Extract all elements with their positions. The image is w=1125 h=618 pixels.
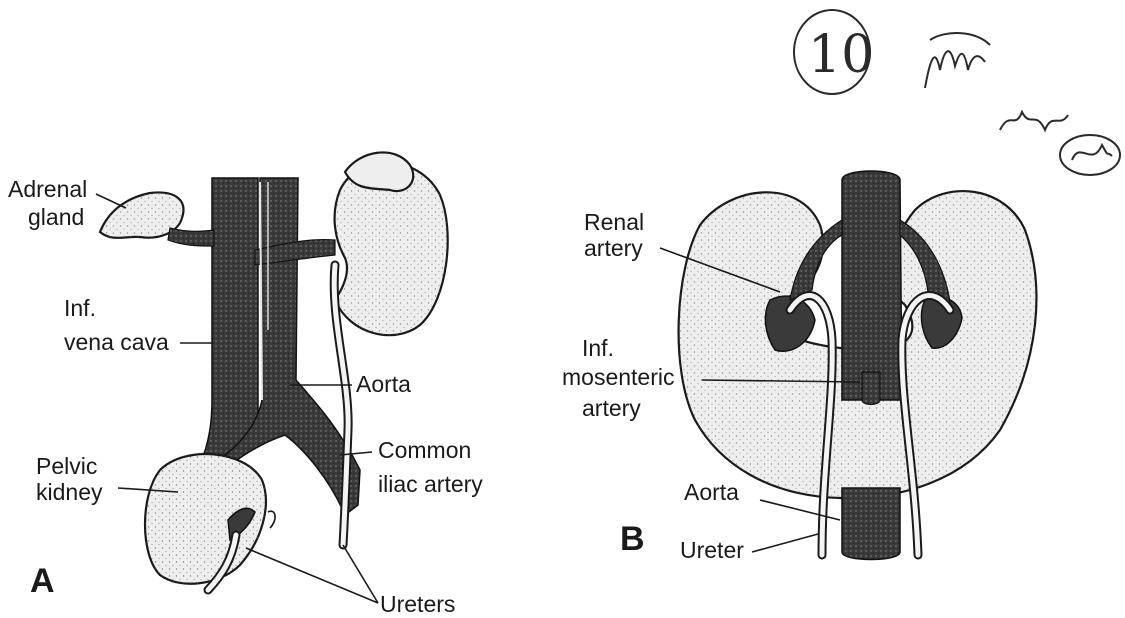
label-pelvic-2: kidney (36, 479, 103, 505)
upper-kidney-shape (335, 152, 448, 335)
pelvic-kidney-shape (145, 454, 266, 584)
panel-letter-b: B (620, 520, 645, 558)
circled-number: 10 (808, 25, 874, 85)
label-common-iliac-2: iliac artery (378, 471, 483, 497)
label-mesenteric-1: Inf. (582, 335, 614, 361)
label-common-iliac-1: Common (378, 437, 471, 463)
signature-scrawl (1000, 112, 1120, 175)
panel-b: Renal artery Inf. mosenteric artery Aort… (562, 171, 1036, 563)
label-vena-cava-2: vena cava (64, 329, 169, 355)
label-renal-2: artery (584, 235, 643, 261)
label-aorta-b: Aorta (684, 479, 739, 505)
panel-letter-a: A (30, 562, 55, 600)
label-pelvic-1: Pelvic (36, 453, 97, 479)
label-mesenteric-3: artery (582, 395, 641, 421)
label-renal-1: Renal (584, 209, 644, 235)
handwritten-annotations: 10 (794, 10, 1120, 175)
label-mesenteric-2: mosenteric (562, 364, 674, 390)
panel-a: Adrenal gland Inf. vena cava Aorta Pelvi… (8, 152, 483, 617)
label-ureter-b: Ureter (680, 537, 744, 563)
initials-scrawl (925, 33, 990, 88)
small-mark (268, 511, 275, 528)
label-aorta-a: Aorta (356, 371, 411, 397)
label-adrenal-2: gland (28, 204, 84, 230)
label-ureters: Ureters (380, 591, 455, 617)
label-adrenal-1: Adrenal (8, 176, 87, 202)
label-vena-cava-1: Inf. (64, 295, 96, 321)
